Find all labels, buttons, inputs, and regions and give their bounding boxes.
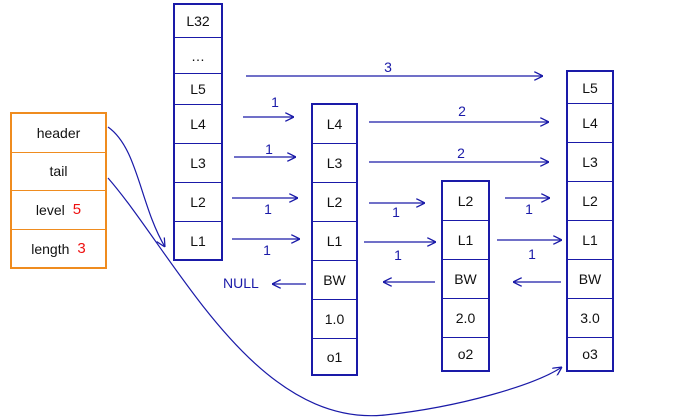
o3-level-L1: L1 bbox=[568, 221, 612, 260]
length-label: length bbox=[31, 240, 70, 257]
span-o1-L2: 1 bbox=[392, 204, 400, 220]
struct-level-field: level 5 bbox=[12, 191, 105, 230]
span-o1-L1: 1 bbox=[394, 247, 402, 263]
span-header-L2: 1 bbox=[264, 201, 272, 217]
o2-level-L1: L1 bbox=[443, 221, 488, 260]
o1-object: o1 bbox=[326, 348, 343, 365]
node-o3: L5 L4 L3 L2 L1 BW 3.0 o3 bbox=[566, 70, 614, 372]
o1-level-L4: L4 bbox=[313, 105, 356, 144]
header-level-L1: L1 bbox=[190, 232, 206, 249]
header-level-L32: L32 bbox=[175, 5, 221, 38]
o3-level-L4: L4 bbox=[568, 104, 612, 143]
header-level-L4: L4 bbox=[175, 105, 221, 144]
o3-level-L3: L3 bbox=[568, 143, 612, 182]
o3-object: o3 bbox=[582, 346, 598, 362]
struct-header-field: header bbox=[12, 114, 105, 153]
header-level-L3: L3 bbox=[175, 144, 221, 183]
o3-score: 3.0 bbox=[568, 299, 612, 338]
o3-level-L2: L2 bbox=[568, 182, 612, 221]
o3-backward: BW bbox=[568, 260, 612, 299]
header-level-ellipsis: … bbox=[175, 38, 221, 74]
span-header-L5: 3 bbox=[384, 59, 392, 75]
span-o1-L3: 2 bbox=[457, 145, 465, 161]
o2-backward: BW bbox=[443, 260, 488, 299]
o1-backward: BW bbox=[313, 261, 356, 300]
skiplist-struct: header tail level 5 length 3 bbox=[10, 112, 107, 269]
node-o1: L4 L3 L2 L1 BW 1.0 o1 bbox=[311, 103, 358, 376]
o2-level-L2: L2 bbox=[443, 182, 488, 221]
span-header-L1: 1 bbox=[263, 242, 271, 258]
struct-length-field: length 3 bbox=[12, 230, 105, 269]
span-o2-L1: 1 bbox=[528, 246, 536, 262]
o1-level-L2: L2 bbox=[313, 183, 356, 222]
o1-level-L1: L1 bbox=[313, 222, 356, 261]
header-level-L2: L2 bbox=[175, 183, 221, 222]
struct-tail-field: tail bbox=[12, 153, 105, 191]
o1-level-L3: L3 bbox=[313, 144, 356, 183]
node-o2: L2 L1 BW 2.0 o2 bbox=[441, 180, 490, 372]
header-label: header bbox=[36, 124, 81, 141]
o1-score: 1.0 bbox=[313, 300, 356, 339]
o2-object: o2 bbox=[457, 346, 474, 362]
null-terminator: NULL bbox=[223, 275, 259, 291]
span-header-L4: 1 bbox=[271, 94, 279, 110]
header-node: L32 … L5 L4 L3 L2 L1 bbox=[173, 3, 223, 261]
level-value: 5 bbox=[72, 201, 82, 219]
tail-label: tail bbox=[49, 163, 68, 180]
header-level-L5: L5 bbox=[175, 74, 221, 105]
level-label: level bbox=[35, 201, 65, 218]
span-header-L3: 1 bbox=[265, 141, 273, 157]
o3-level-L5: L5 bbox=[568, 72, 612, 104]
span-o1-L4: 2 bbox=[458, 103, 466, 119]
span-o2-L2: 1 bbox=[525, 201, 533, 217]
length-value: 3 bbox=[77, 240, 86, 258]
arrow-struct-header bbox=[107, 126, 165, 247]
o2-score: 2.0 bbox=[443, 299, 488, 338]
